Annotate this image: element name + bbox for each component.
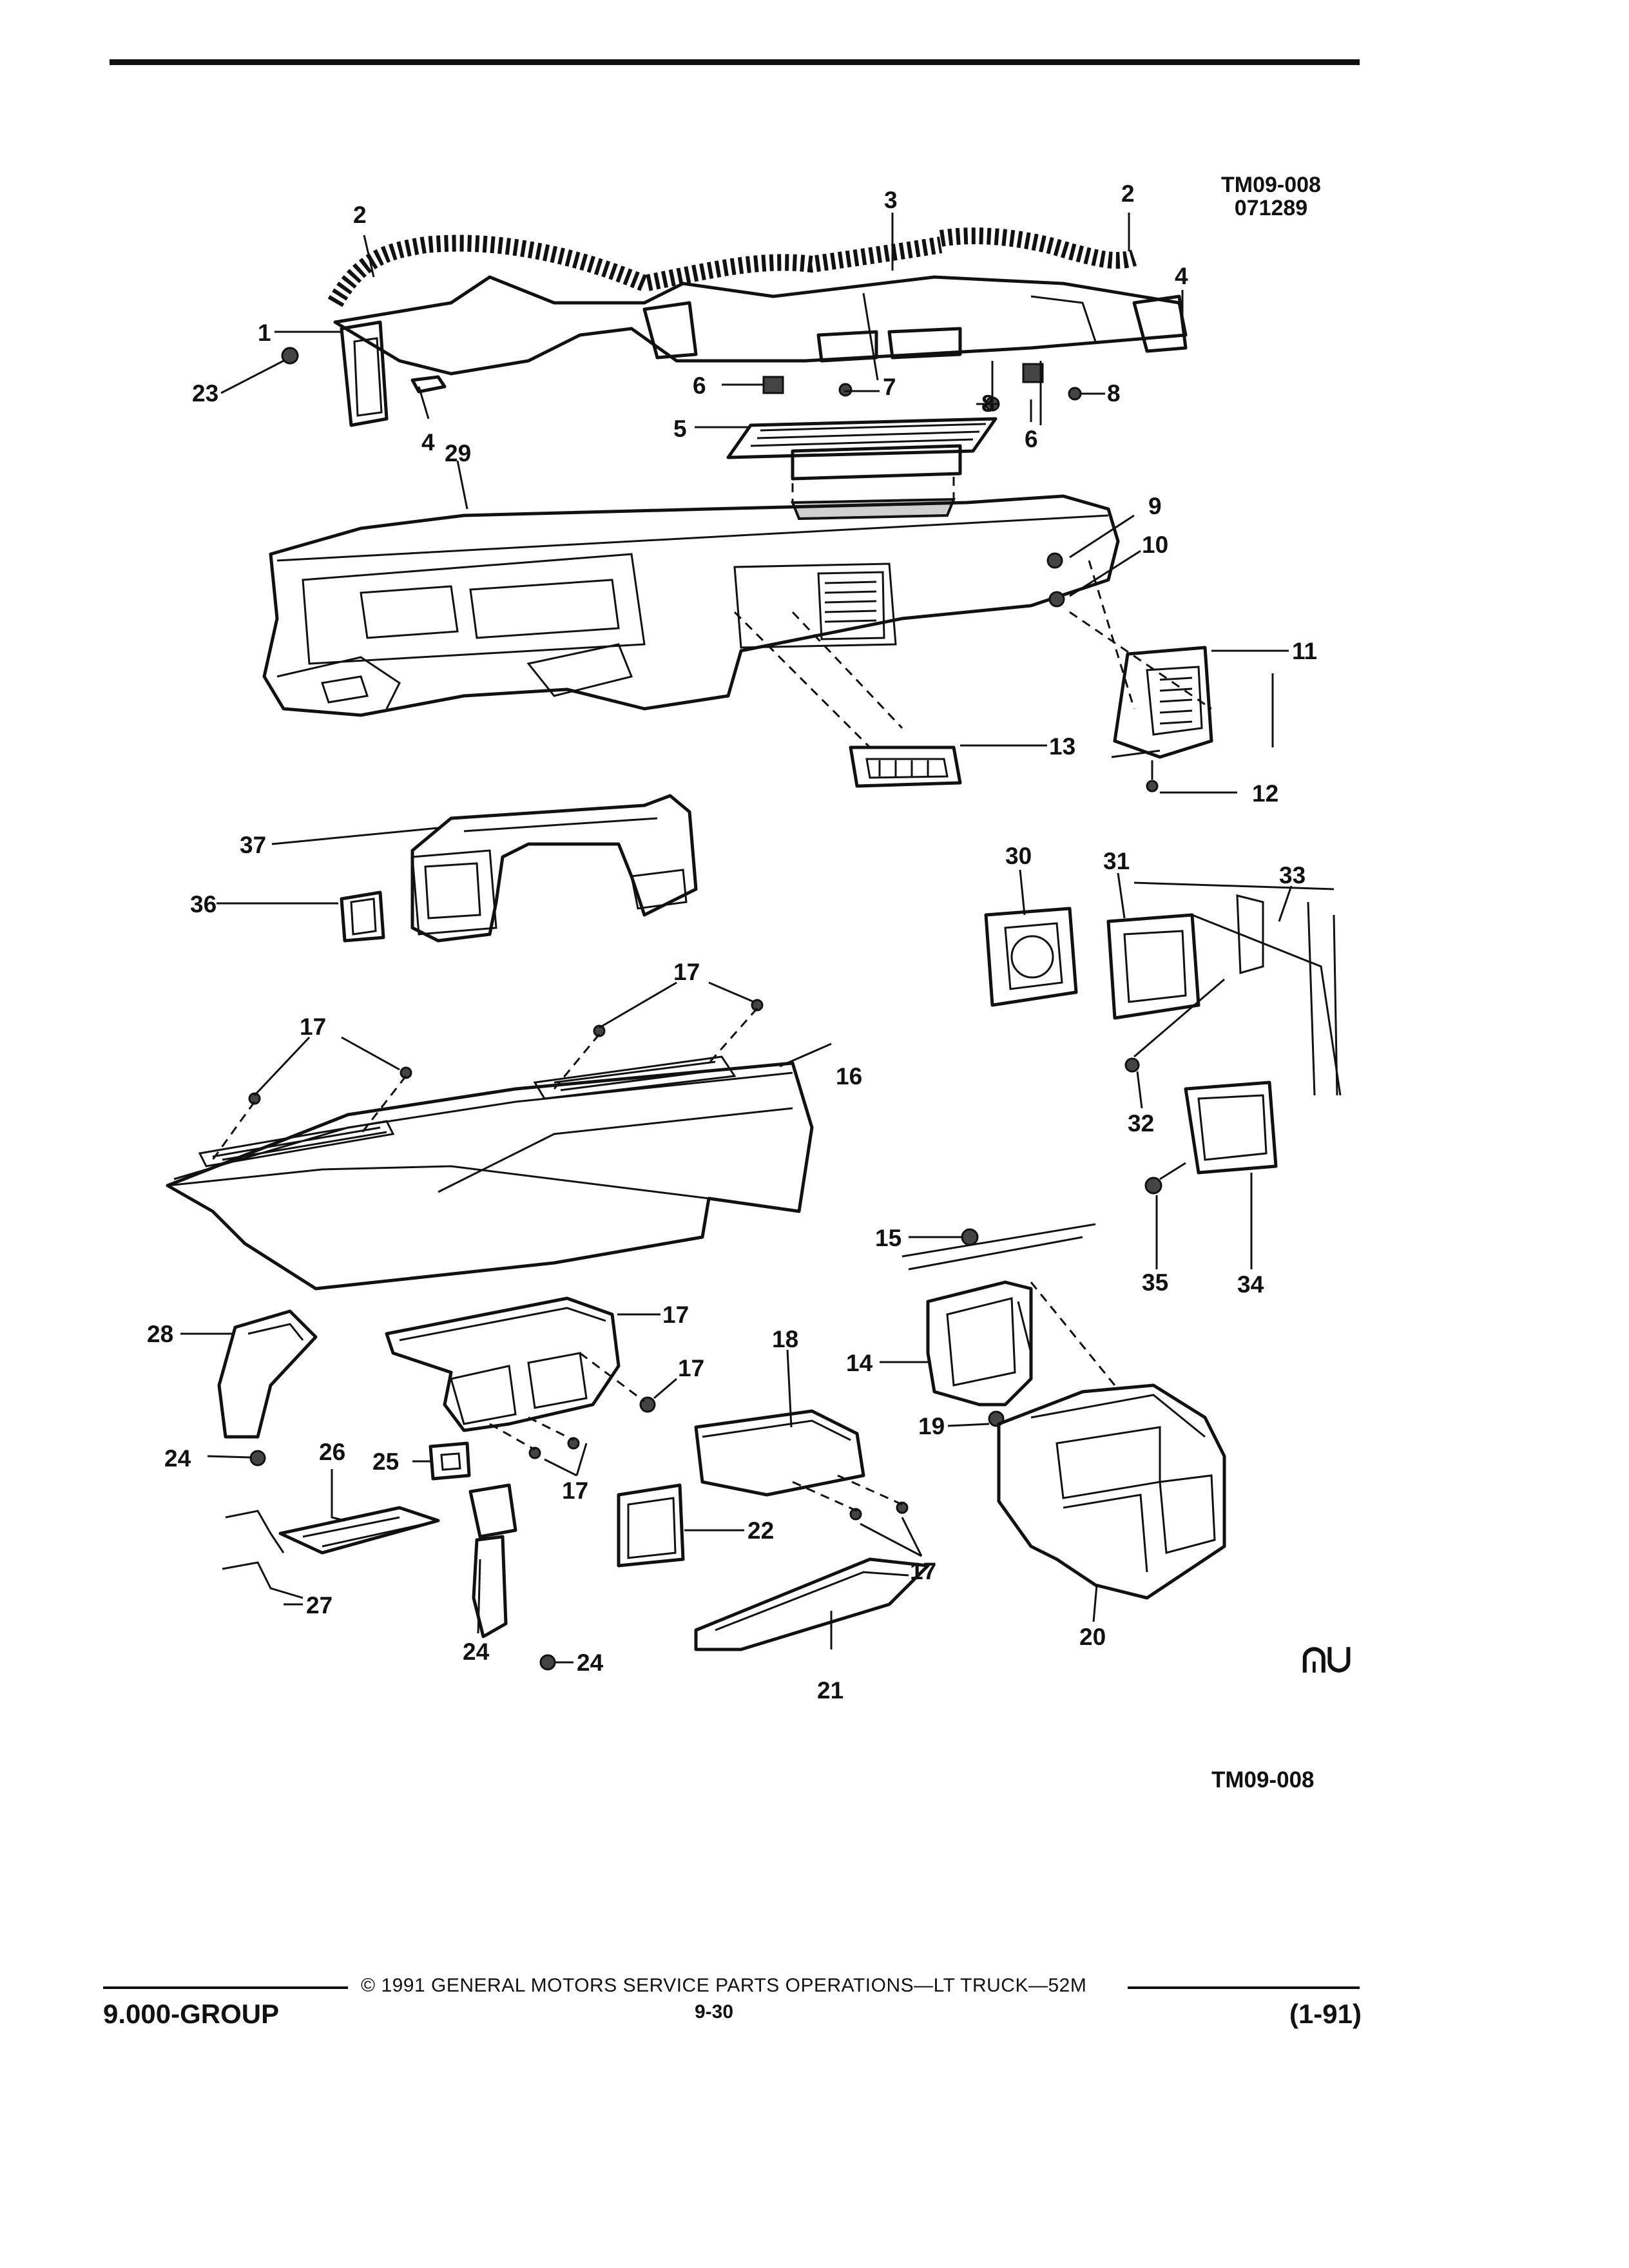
floor-duct-parts: [217, 1296, 656, 1671]
callout-4: 4: [1175, 263, 1188, 289]
instrument-panel: [262, 494, 1212, 749]
reference-code-number: TM09-008: [1221, 173, 1321, 197]
group-number: 9.000-GROUP: [103, 1999, 280, 2029]
leader-lines: [180, 213, 1293, 1664]
callout-5: 5: [673, 416, 687, 442]
callout-9: 9: [1148, 493, 1162, 519]
callout-6: 6: [693, 372, 706, 399]
callout-27: 26: [319, 1439, 346, 1465]
heater-case-parts: [617, 1223, 1226, 1651]
figure-code: TM09-008: [1211, 1767, 1315, 1792]
air-duct-assembly: [281, 227, 1188, 427]
callout-8: 8: [981, 390, 995, 417]
callout-31: 30: [1005, 843, 1032, 869]
callout-38: 37: [240, 832, 267, 858]
top-rule: [110, 59, 1360, 65]
side-vent-assembly: [1111, 646, 1274, 793]
lower-air-duct: [166, 981, 832, 1291]
page-number: 9-30: [695, 2001, 734, 2023]
callout-19: 18: [772, 1326, 799, 1352]
callout-17: 17: [562, 1477, 589, 1504]
callout-34: 33: [1279, 862, 1306, 889]
reference-code-date: 071289: [1234, 195, 1308, 220]
callout-13: 13: [1049, 733, 1076, 760]
callout-21: 20: [1079, 1624, 1106, 1650]
callout-17: 17: [678, 1355, 705, 1381]
callout-28: 27: [306, 1592, 333, 1619]
callout-22: 21: [817, 1677, 844, 1704]
callout-36: 35: [1142, 1269, 1169, 1296]
callout-24: 24: [577, 1649, 604, 1676]
callout-35: 34: [1237, 1271, 1264, 1298]
reference-code: TM09-008 071289: [1221, 173, 1321, 220]
callout-6: 6: [1025, 426, 1038, 452]
callout-26: 25: [372, 1448, 400, 1475]
callout-2: 2: [353, 202, 367, 228]
callout-16: 16: [836, 1063, 863, 1090]
callout-30: 29: [445, 440, 472, 466]
callout-14: 14: [846, 1350, 873, 1376]
callout-2: 2: [1121, 180, 1135, 207]
callout-18: 17: [662, 1302, 689, 1328]
callout-25: 24: [463, 1639, 490, 1665]
callout-12: 12: [1252, 780, 1279, 807]
callout-23: 22: [747, 1517, 775, 1544]
center-vent: [849, 745, 962, 788]
callout-17: 17: [300, 1014, 327, 1040]
footer-rule-left: [103, 1986, 348, 1989]
instrument-bezel: [340, 794, 698, 943]
heater-module: [984, 881, 1342, 1195]
callout-17: 17: [673, 959, 700, 985]
callout-7: 7: [883, 374, 896, 400]
callout-33: 32: [1128, 1110, 1155, 1137]
callout-17: 17: [910, 1558, 937, 1584]
copyright-line: © 1991 GENERAL MOTORS SERVICE PARTS OPER…: [361, 1975, 1087, 1996]
callout-32: 31: [1103, 848, 1130, 874]
callout-24: 23: [192, 380, 219, 407]
callout-1: 1: [258, 320, 271, 346]
callout-15: 15: [875, 1225, 902, 1251]
callout-10: 10: [1142, 532, 1169, 558]
callout-3: 3: [884, 187, 898, 213]
callout-29: 28: [147, 1321, 174, 1347]
callout-20: 19: [918, 1413, 945, 1439]
publisher-logo: ᕬᑌ: [1302, 1642, 1352, 1680]
revision-date: (1-91): [1289, 1999, 1362, 2029]
callout-4: 4: [421, 429, 435, 456]
footer-rule-right: [1128, 1986, 1360, 1989]
callout-24: 24: [164, 1445, 191, 1472]
callout-37: 36: [190, 891, 217, 918]
callout-11: 11: [1292, 638, 1318, 664]
callout-8: 8: [1107, 380, 1121, 407]
